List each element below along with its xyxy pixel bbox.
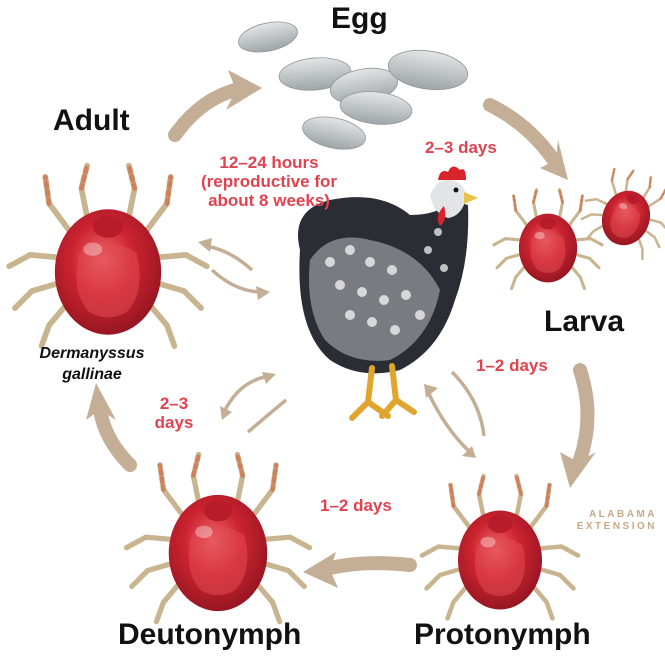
duration-adult-line3: about 8 weeks) xyxy=(186,191,352,210)
larva-mite xyxy=(494,190,602,289)
brand-line2: EXTENSION xyxy=(565,521,657,533)
duration-deutonymph-to-adult-line2: days xyxy=(148,413,200,432)
duration-egg-to-larva: 2–3 days xyxy=(425,138,497,157)
duration-adult: 12–24 hours (reproductive for about 8 we… xyxy=(186,153,352,210)
stage-egg-label: Egg xyxy=(331,2,388,36)
species-name-line2: gallinae xyxy=(26,364,158,385)
stage-adult-label: Adult xyxy=(53,104,130,138)
stage-deutonymph-label: Deutonymph xyxy=(118,618,301,652)
alabama-extension-logo: ALABAMA EXTENSION xyxy=(565,509,657,533)
adult-mite xyxy=(9,166,207,347)
stage-larva-label: Larva xyxy=(544,305,624,339)
duration-protonymph-to-deutonymph: 1–2 days xyxy=(320,496,392,515)
egg-cluster xyxy=(236,17,471,154)
duration-larva-to-protonymph: 1–2 days xyxy=(476,356,548,375)
larva-mite-second xyxy=(574,159,665,264)
deutonymph-mite xyxy=(126,454,309,621)
brand-line1: ALABAMA xyxy=(565,509,657,521)
protonymph-mite xyxy=(422,476,578,619)
species-name-line1: Dermanyssus xyxy=(26,343,158,364)
duration-deutonymph-to-adult: 2–3 days xyxy=(148,394,200,432)
duration-deutonymph-to-adult-line1: 2–3 xyxy=(148,394,200,413)
duration-adult-line2: (reproductive for xyxy=(186,172,352,191)
species-name: Dermanyssus gallinae xyxy=(26,343,158,385)
stage-protonymph-label: Protonymph xyxy=(414,618,591,652)
duration-adult-line1: 12–24 hours xyxy=(186,153,352,172)
